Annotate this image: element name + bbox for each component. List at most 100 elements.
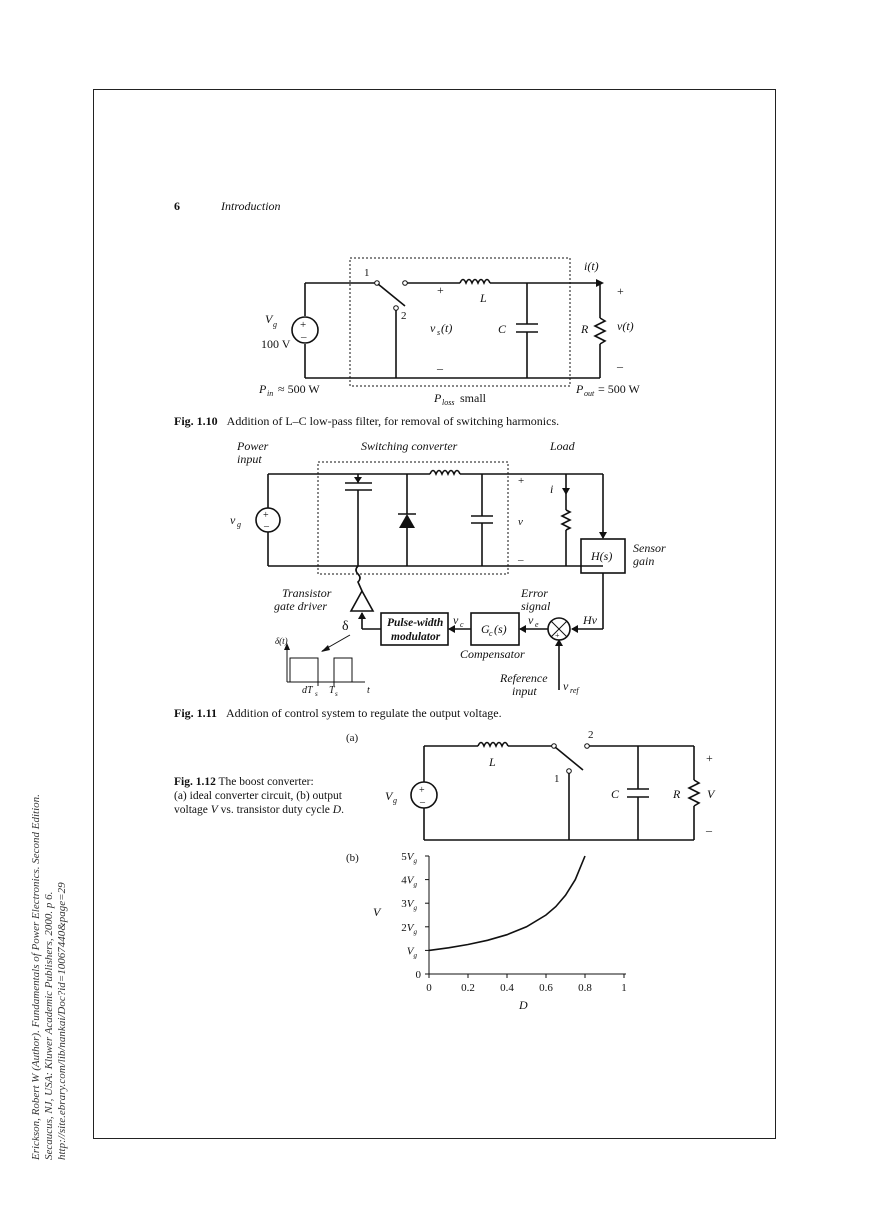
svg-text:L: L xyxy=(488,755,496,769)
svg-text:v(t): v(t) xyxy=(617,319,634,333)
switch-blade xyxy=(377,283,406,307)
svg-text:C: C xyxy=(611,787,620,801)
svg-text:–: – xyxy=(263,521,270,532)
fig-1-10-circuit: + – V g 100 V 1 2 xyxy=(258,257,641,407)
svg-text:+: + xyxy=(706,751,713,765)
resistor-icon xyxy=(560,509,572,531)
svg-text:(s): (s) xyxy=(494,622,507,636)
svg-text:V: V xyxy=(707,787,716,801)
svg-text:H(s): H(s) xyxy=(590,549,612,563)
svg-text:P: P xyxy=(433,391,442,405)
svg-text:t: t xyxy=(367,685,370,696)
x-tick-label: 0 xyxy=(426,982,432,994)
svg-text:input: input xyxy=(237,452,262,466)
svg-text:+: + xyxy=(617,284,624,298)
svg-text:s: s xyxy=(437,328,440,337)
svg-text:= 500 W: = 500 W xyxy=(598,382,641,396)
svg-text:+: + xyxy=(263,510,269,521)
svg-text:v: v xyxy=(563,679,569,693)
svg-text:≈ 500 W: ≈ 500 W xyxy=(278,382,320,396)
fig-1-11-caption: Fig. 1.11 Addition of control system to … xyxy=(174,706,502,720)
svg-text:Switching converter: Switching converter xyxy=(361,439,458,453)
x-tick-label: 0.6 xyxy=(539,982,553,994)
svg-text:e: e xyxy=(535,620,539,629)
fig-1-12-caption: Fig. 1.12 The boost converter: (a) ideal… xyxy=(174,776,344,816)
svg-text:c: c xyxy=(460,620,464,629)
svg-text:V: V xyxy=(385,789,394,803)
svg-text:gain: gain xyxy=(633,554,654,568)
svg-text:modulator: modulator xyxy=(391,631,441,643)
svg-text:2: 2 xyxy=(588,729,594,741)
svg-text:v: v xyxy=(430,321,436,335)
fig-1-12-part-b: (b) xyxy=(346,852,359,864)
svg-text:g: g xyxy=(393,796,397,805)
svg-text:v: v xyxy=(453,613,459,627)
svg-text:C: C xyxy=(498,322,507,336)
svg-text:–: – xyxy=(616,359,624,373)
svg-text:loss: loss xyxy=(442,398,454,407)
voltage-source-icon: + – xyxy=(255,507,281,533)
resistor-icon xyxy=(593,317,607,345)
page-number: 6 xyxy=(174,199,180,213)
svg-text:δ(t): δ(t) xyxy=(275,636,288,646)
svg-text:v: v xyxy=(518,516,523,528)
svg-text:g: g xyxy=(273,320,277,329)
diode-icon xyxy=(398,513,416,528)
x-tick-label: 1 xyxy=(621,982,627,994)
pulse-waveform xyxy=(284,643,365,686)
y-tick-label: 2Vg xyxy=(401,922,417,936)
svg-text:R: R xyxy=(580,322,589,336)
capacitor-icon xyxy=(471,515,493,524)
svg-text:(t): (t) xyxy=(441,321,452,335)
svg-text:v: v xyxy=(230,513,236,527)
svg-text:G: G xyxy=(481,622,490,636)
page-frame xyxy=(93,89,776,1139)
svg-text:out: out xyxy=(584,389,595,398)
gate-driver-icon xyxy=(349,589,375,612)
y-tick-label: 4Vg xyxy=(401,875,417,889)
svg-text:Compensator: Compensator xyxy=(460,647,525,661)
svg-text:i: i xyxy=(550,482,553,496)
svg-text:+: + xyxy=(300,319,306,331)
fig-1-12-part-a: (a) xyxy=(346,732,359,744)
x-tick-label: 0.4 xyxy=(500,982,514,994)
svg-text:1: 1 xyxy=(364,267,370,279)
summing-junction-icon: + xyxy=(547,617,571,641)
svg-text:R: R xyxy=(672,787,681,801)
svg-text:P: P xyxy=(258,382,267,396)
svg-text:L: L xyxy=(479,291,487,305)
y-tick-label: 3Vg xyxy=(401,898,417,912)
svg-text:1: 1 xyxy=(554,773,560,785)
y-axis-label: V xyxy=(373,905,382,919)
running-head: Introduction xyxy=(221,199,281,213)
svg-text:c: c xyxy=(489,629,493,638)
svg-text:in: in xyxy=(267,389,273,398)
svg-text:–: – xyxy=(419,797,426,808)
fig-1-11-circuit: Power input Switching converter Load + –… xyxy=(230,439,666,698)
svg-text:g: g xyxy=(237,520,241,529)
y-tick-label: 5Vg xyxy=(401,851,417,865)
svg-text:v: v xyxy=(528,613,534,627)
y-tick-label: Vg xyxy=(407,945,418,959)
svg-text:+: + xyxy=(437,283,444,297)
svg-text:–: – xyxy=(705,823,713,837)
svg-text:+: + xyxy=(419,785,425,796)
inductor-icon xyxy=(459,278,491,286)
svg-text:2: 2 xyxy=(401,310,407,322)
fig-1-12-circuit: + – L 1 2 V g C R V + – xyxy=(385,729,716,841)
converter-dashed-box xyxy=(349,257,571,387)
svg-text:signal: signal xyxy=(521,599,551,613)
svg-text:gate driver: gate driver xyxy=(274,599,327,613)
svg-text:Power: Power xyxy=(236,439,269,453)
converter-dashed-box xyxy=(317,461,509,575)
svg-text:dT: dT xyxy=(302,685,314,696)
svg-text:+: + xyxy=(518,475,524,487)
svg-text:Error: Error xyxy=(520,586,548,600)
svg-text:Hv: Hv xyxy=(582,613,598,627)
svg-text:–: – xyxy=(300,331,307,343)
series-line xyxy=(428,855,586,952)
svg-text:Reference: Reference xyxy=(499,671,548,685)
svg-text:small: small xyxy=(460,391,487,405)
